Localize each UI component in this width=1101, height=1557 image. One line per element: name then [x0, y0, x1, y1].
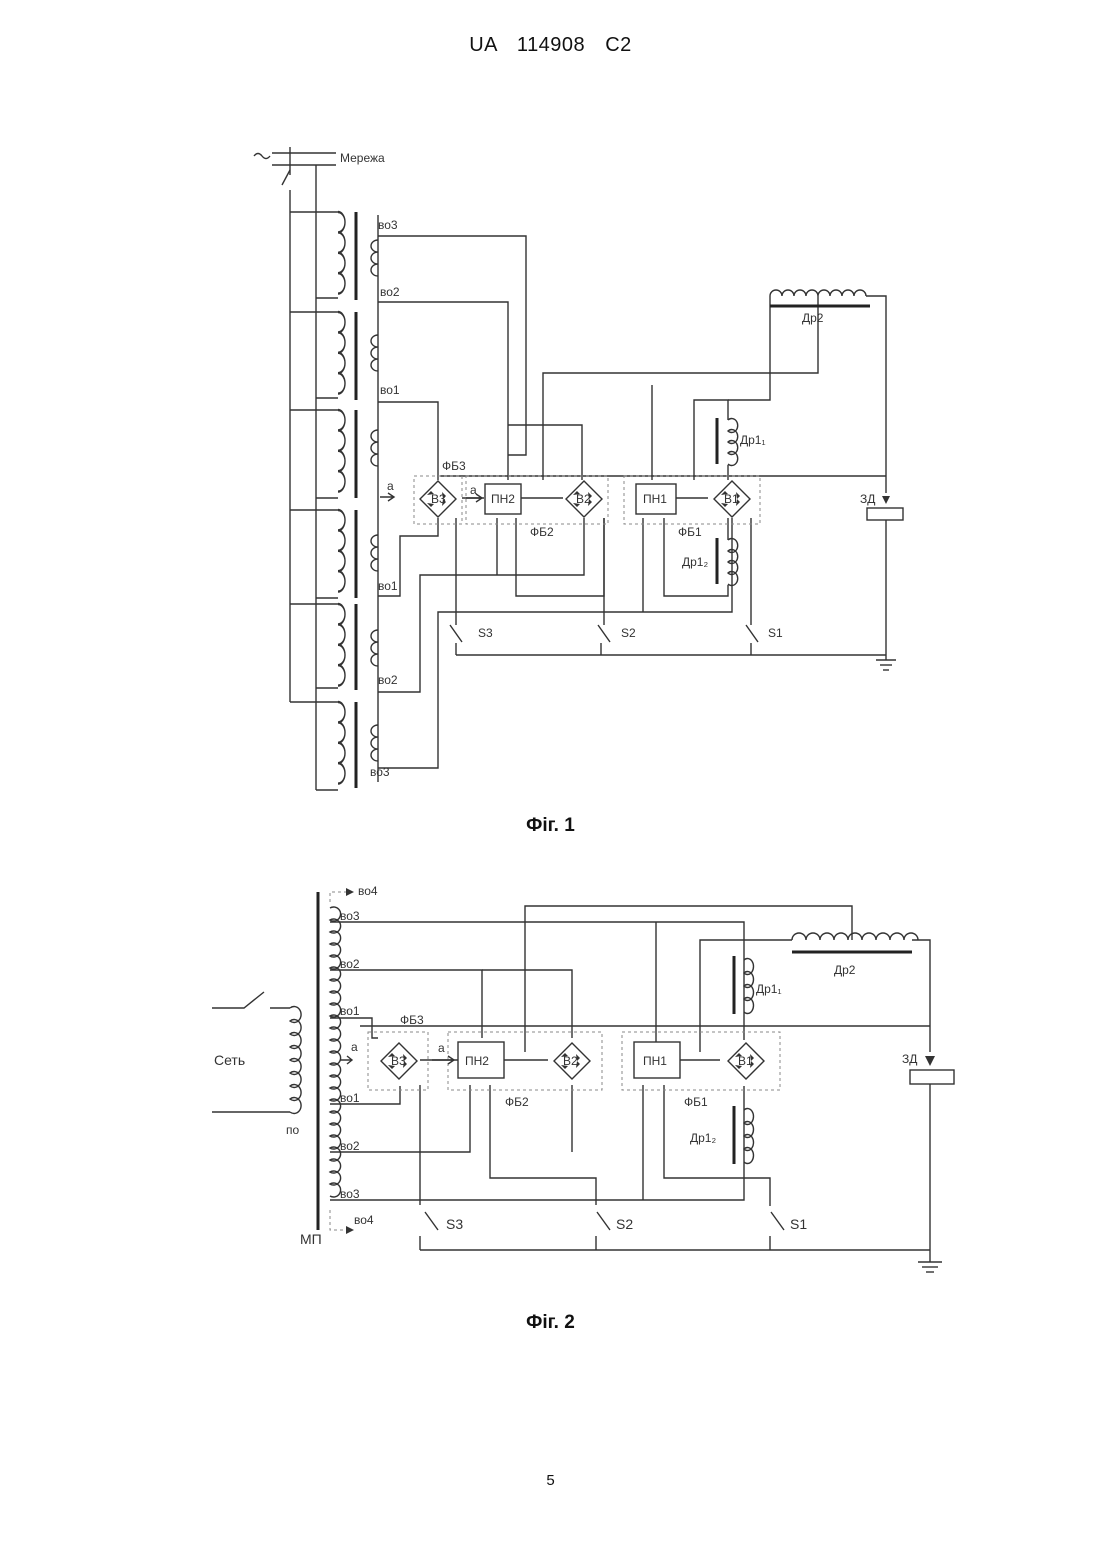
- ac-source-icon: [254, 154, 270, 159]
- tap-label-a: а: [387, 479, 394, 493]
- choke-dr1-2: [744, 1109, 753, 1164]
- mains-label: Мережа: [340, 151, 385, 165]
- ground-icon: [918, 1250, 942, 1272]
- winding-label: во2: [378, 673, 398, 687]
- choke-dr2: [792, 933, 918, 940]
- winding-label: во3: [340, 1187, 360, 1201]
- primary-windings: [290, 212, 345, 790]
- figure-2: Сеть по МП во4 во4 во3 во2 во1 во1 во2 в…: [212, 884, 954, 1272]
- winding-label: во1: [340, 1091, 360, 1105]
- converter-label: ПН2: [491, 492, 515, 506]
- choke-label: Др1₂: [690, 1131, 716, 1145]
- winding-label: во3: [340, 909, 360, 923]
- winding-label: во3: [370, 765, 390, 779]
- block-label: ФБ3: [400, 1013, 424, 1027]
- winding-label: во2: [340, 1139, 360, 1153]
- load-zd: [867, 508, 903, 520]
- bridge-label: В2: [576, 492, 591, 506]
- load-label: ЗД: [860, 492, 875, 506]
- winding-label: во2: [380, 285, 400, 299]
- switch-label: S3: [446, 1216, 463, 1232]
- switch-label: S3: [478, 626, 493, 640]
- main-switch: [282, 170, 290, 185]
- primary-winding: [290, 1007, 301, 1114]
- block-label: ФБ2: [530, 525, 554, 539]
- figure-1: Мережа: [254, 147, 903, 790]
- mains-label: Сеть: [214, 1052, 245, 1068]
- tap-label-a: а: [351, 1040, 358, 1054]
- choke-dr1-1: [744, 959, 753, 1014]
- arrow-icon: [346, 1226, 354, 1234]
- winding-label: во4: [358, 884, 378, 898]
- arrow-icon: [346, 888, 354, 896]
- choke-dr1-1: [728, 419, 738, 466]
- choke-label: Др1₁: [756, 982, 782, 996]
- winding-label: во1: [380, 383, 400, 397]
- converter-label: ПН2: [465, 1054, 489, 1068]
- choke-label: Др1₁: [740, 433, 766, 447]
- block-label: ФБ3: [442, 459, 466, 473]
- block-label: ФБ1: [678, 525, 702, 539]
- arrow-icon: [432, 1056, 454, 1064]
- winding-label: во1: [340, 1004, 360, 1018]
- winding-label: во1: [378, 579, 398, 593]
- converter-label: ПН1: [643, 1054, 667, 1068]
- main-switch: [212, 992, 264, 1008]
- switch-s2: [598, 625, 610, 642]
- choke-dr1-2: [728, 539, 738, 586]
- switch-label: S1: [768, 626, 783, 640]
- choke-dr2: [770, 290, 866, 296]
- converter-label: ПН1: [643, 492, 667, 506]
- tap-arrow-icon: [380, 493, 394, 501]
- bridge-label: В2: [563, 1054, 578, 1068]
- switch-label: S1: [790, 1216, 807, 1232]
- arrow-icon: [925, 1056, 935, 1066]
- primary-label: по: [286, 1123, 299, 1137]
- block-label: ФБ2: [505, 1095, 529, 1109]
- figure-2-caption: Фіг. 2: [0, 1312, 1101, 1334]
- secondary-windings: [371, 215, 378, 782]
- ground-icon: [876, 660, 896, 670]
- choke-label: Др2: [802, 311, 824, 325]
- winding-label: во4: [354, 1213, 374, 1227]
- tap-arrow-icon: [340, 1056, 352, 1064]
- switch-s3: [450, 625, 462, 642]
- wiring: [330, 906, 930, 1250]
- tap-label-a: а: [470, 483, 477, 497]
- switch-s3: [425, 1212, 438, 1230]
- arrow-icon: [882, 496, 890, 504]
- switch-label: S2: [621, 626, 636, 640]
- switch-s1: [771, 1212, 784, 1230]
- winding-label: во3: [378, 218, 398, 232]
- core-label: МП: [300, 1231, 322, 1247]
- block-label: ФБ1: [684, 1095, 708, 1109]
- figure-1-caption: Фіг. 1: [0, 815, 1101, 837]
- choke-label: Др2: [834, 963, 856, 977]
- load-zd: [910, 1070, 954, 1084]
- switch-s1: [746, 625, 758, 642]
- bridge-label: В3: [431, 492, 446, 506]
- secondary-windings: [330, 907, 341, 1197]
- bridge-label: В1: [738, 1054, 753, 1068]
- tap-label-a: а: [438, 1041, 445, 1055]
- switch-label: S2: [616, 1216, 633, 1232]
- load-label: ЗД: [902, 1052, 917, 1066]
- choke-label: Др1₂: [682, 555, 708, 569]
- page-number: 5: [0, 1472, 1101, 1489]
- winding-label: во2: [340, 957, 360, 971]
- bridge-label: В1: [724, 492, 739, 506]
- bridge-label: В3: [391, 1054, 406, 1068]
- switch-s2: [597, 1212, 610, 1230]
